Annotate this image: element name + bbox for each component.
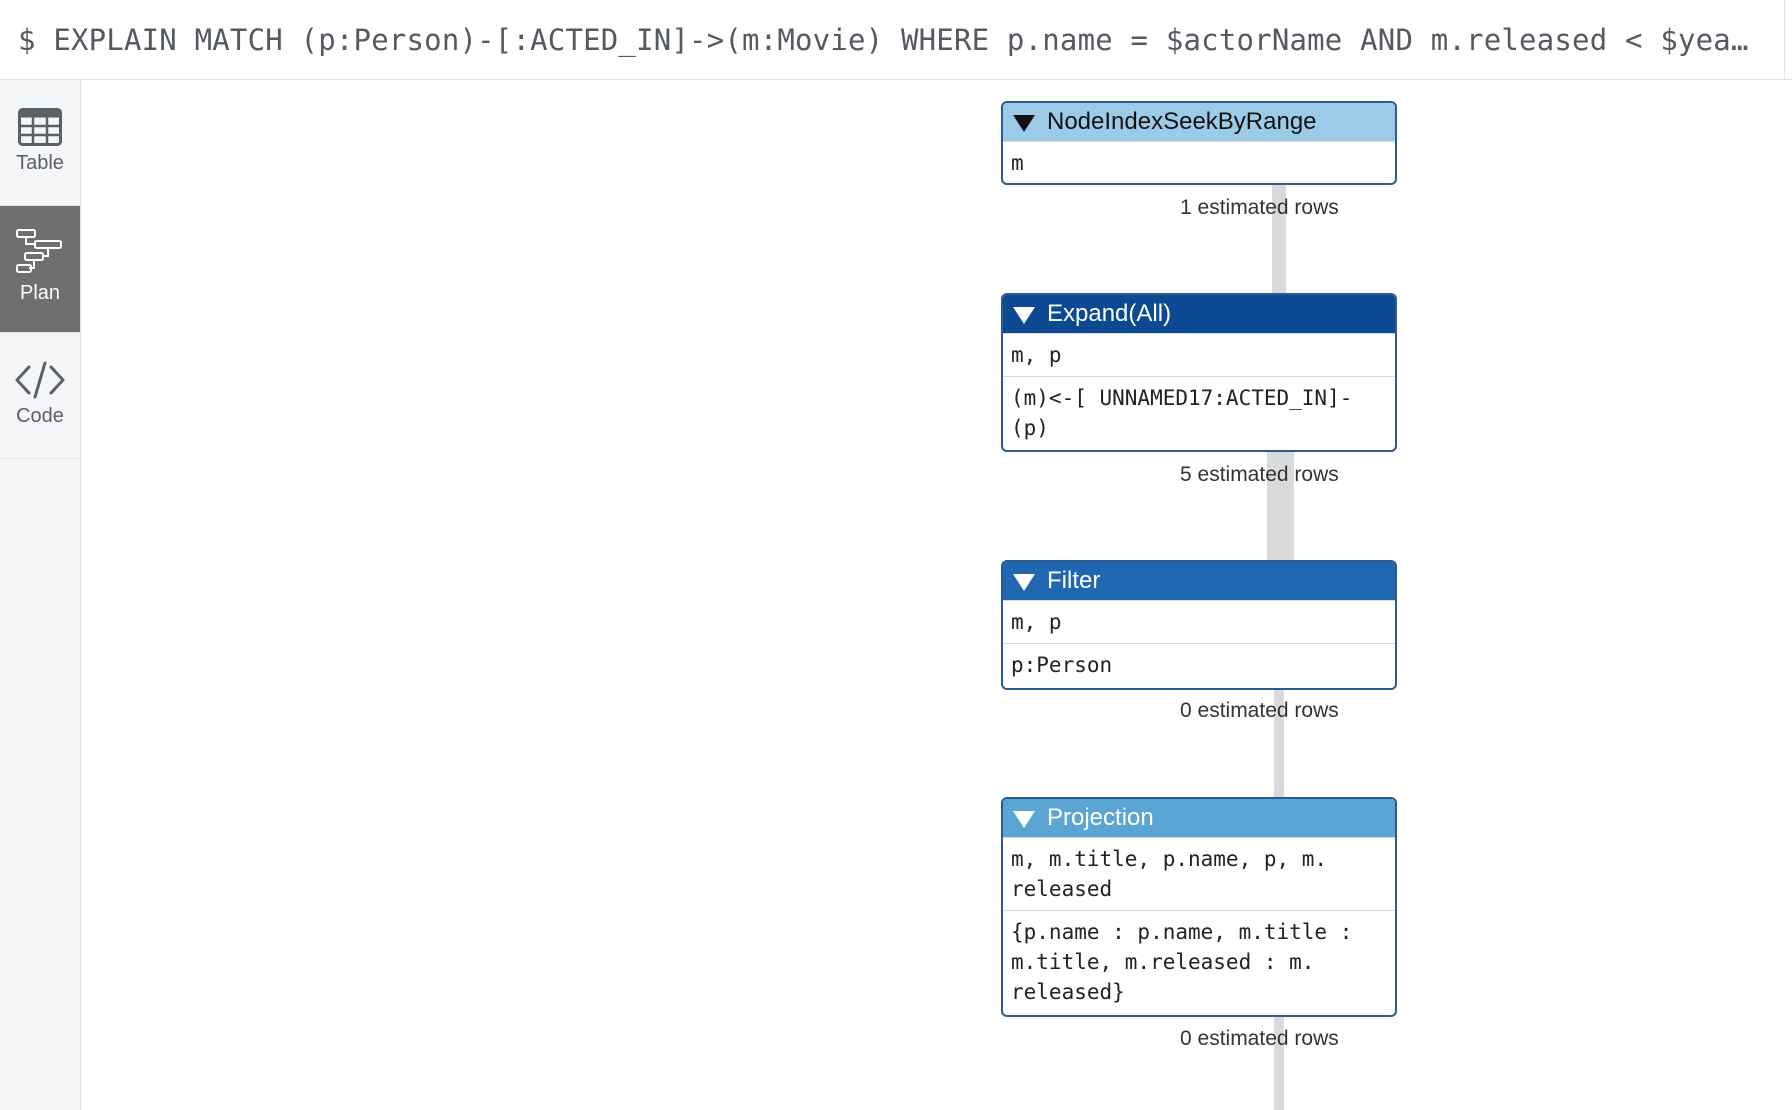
code-view-button[interactable]: Code [0, 333, 80, 459]
operator-identifiers: m, m.title, p.name, p, m. released [1003, 837, 1395, 910]
estimated-rows-label: 0 estimated rows [1180, 1027, 1339, 1050]
query-text[interactable]: $ EXPLAIN MATCH (p:Person)-[:ACTED_IN]->… [18, 22, 1758, 57]
code-icon [15, 361, 65, 399]
table-view-button[interactable]: Table [0, 80, 80, 206]
operator-identifiers: m [1003, 141, 1395, 183]
plan-view-button[interactable]: Plan [0, 206, 80, 333]
frame-divider [1784, 0, 1792, 80]
collapse-triangle-icon[interactable] [1013, 306, 1035, 324]
operator-header[interactable]: Expand(All) [1003, 295, 1395, 333]
operator-header[interactable]: NodeIndexSeekByRange [1003, 103, 1395, 141]
operator-identifiers: m, p [1003, 600, 1395, 643]
operator-identifiers: m, p [1003, 333, 1395, 376]
estimated-rows-label: 1 estimated rows [1180, 196, 1339, 219]
plan-view-label: Plan [19, 282, 61, 304]
plan-connector [1272, 184, 1286, 295]
plan-icon [16, 229, 62, 273]
collapse-triangle-icon[interactable] [1013, 114, 1035, 132]
plan-operator-node[interactable]: Filter m, p p:Person [1001, 560, 1397, 690]
plan-connector [1274, 690, 1284, 799]
operator-name: NodeIndexSeekByRange [1047, 108, 1317, 135]
code-view-label: Code [16, 405, 64, 427]
estimated-rows-label: 5 estimated rows [1180, 463, 1339, 486]
query-plan-canvas[interactable] [81, 81, 1792, 1110]
estimated-rows-label: 0 estimated rows [1180, 699, 1339, 722]
operator-details: p:Person [1003, 643, 1395, 686]
operator-details: (m)<-[ UNNAMED17:ACTED_IN]- (p) [1003, 376, 1395, 449]
table-view-label: Table [16, 152, 64, 174]
plan-operator-node[interactable]: Projection m, m.title, p.name, p, m. rel… [1001, 797, 1397, 1017]
operator-details: {p.name : p.name, m.title : m.title, m.r… [1003, 910, 1395, 1013]
plan-connector [1274, 1017, 1284, 1110]
operator-header[interactable]: Projection [1003, 799, 1395, 837]
operator-name: Expand(All) [1047, 300, 1172, 327]
table-icon [18, 108, 62, 146]
collapse-triangle-icon[interactable] [1013, 810, 1035, 828]
plan-connector [1267, 452, 1294, 562]
plan-operator-node[interactable]: NodeIndexSeekByRange m [1001, 101, 1397, 185]
query-bar[interactable]: $ EXPLAIN MATCH (p:Person)-[:ACTED_IN]->… [0, 0, 1792, 80]
operator-header[interactable]: Filter [1003, 562, 1395, 600]
plan-operator-node[interactable]: Expand(All) m, p (m)<-[ UNNAMED17:ACTED_… [1001, 293, 1397, 452]
operator-name: Projection [1047, 804, 1154, 831]
view-sidebar: Table Plan Code [0, 80, 81, 1110]
collapse-triangle-icon[interactable] [1013, 573, 1035, 591]
operator-name: Filter [1047, 567, 1101, 594]
